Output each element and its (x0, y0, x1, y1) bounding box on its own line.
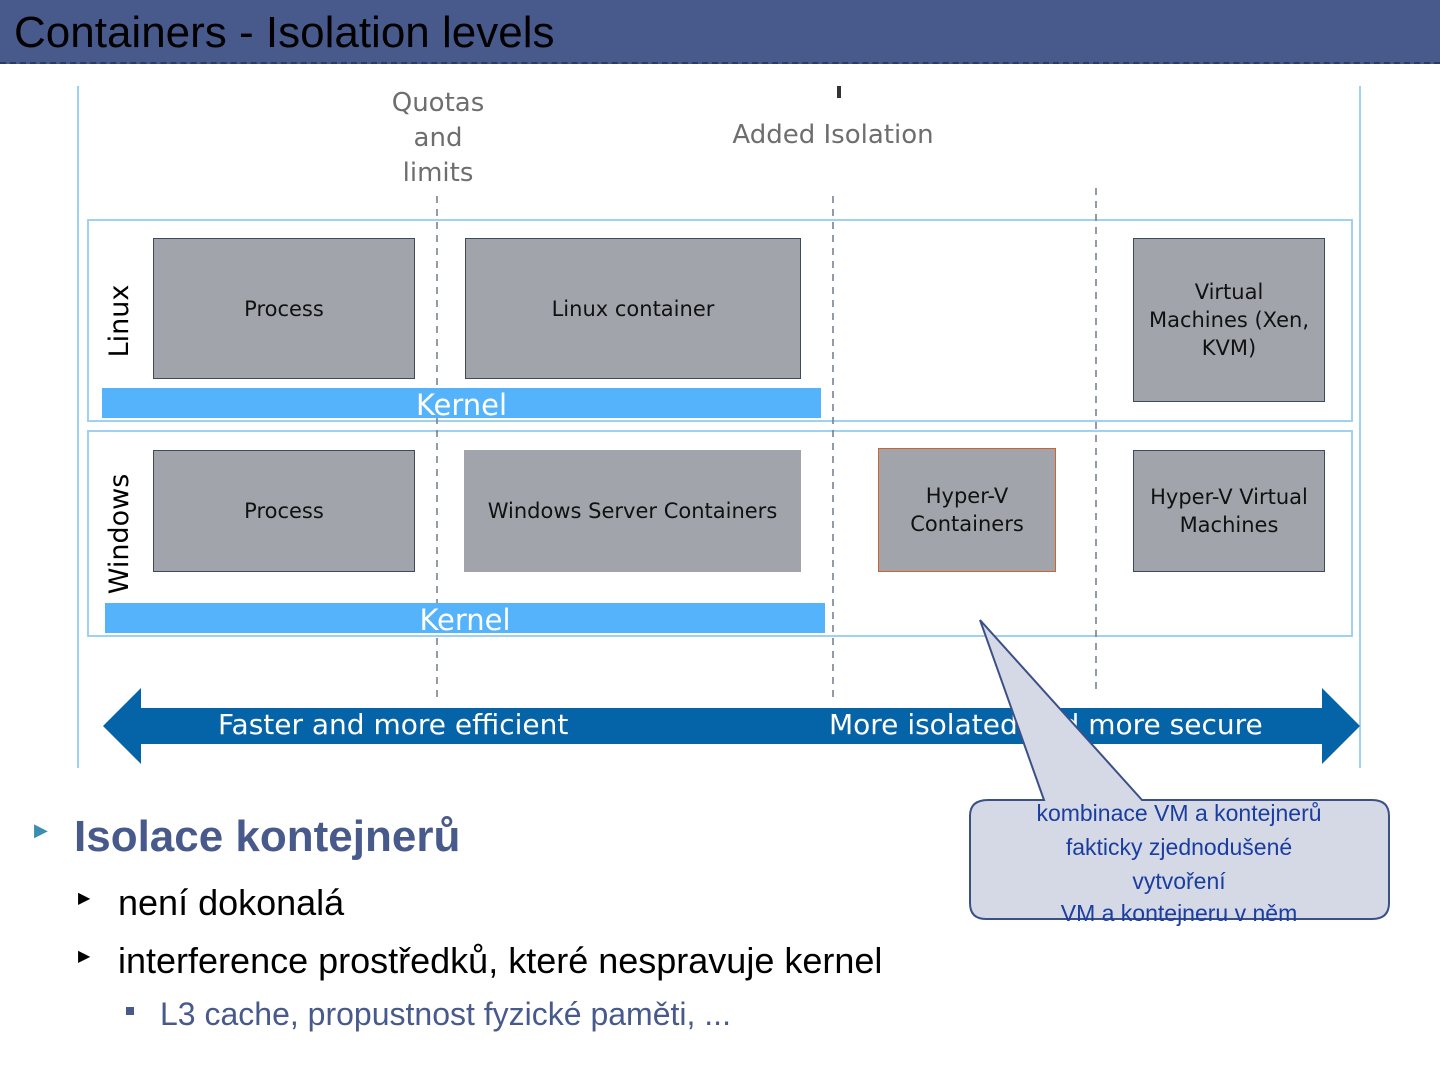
linux-container-box: Linux container (465, 238, 801, 379)
slide-title: Containers - Isolation levels (14, 8, 555, 57)
linux-vm-box: Virtual Machines (Xen, KVM) (1133, 238, 1325, 402)
bullet-level2-1: není dokonalá (118, 882, 345, 923)
bullet-level2-marker-1: ▶ (78, 888, 91, 907)
bullet-level3: L3 cache, propustnost fyzické paměti, ..… (160, 996, 731, 1032)
linux-kernel-bar: Kernel (102, 388, 821, 422)
quotas-label: Quotas and limits (368, 86, 508, 191)
linux-kernel-label: Kernel (415, 388, 508, 422)
callout-line-1: kombinace VM a kontejnerů (1036, 800, 1322, 826)
callout-line-2: fakticky zjednodušené (1065, 834, 1293, 860)
isolation-diagram: Quotas and limits Added Isolation Linux … (77, 86, 1361, 768)
windows-process-box: Process (153, 450, 415, 572)
callout-bubble (969, 619, 1390, 920)
title-bar: Containers - Isolation levels (0, 0, 1440, 64)
double-arrow (103, 688, 1360, 764)
windows-kernel-bar: Kernel (105, 603, 825, 637)
arrow-left-label: Faster and more efficient (218, 708, 569, 741)
bullet-level2-marker-2: ▶ (78, 946, 91, 965)
added-isolation-tick (837, 86, 841, 98)
windows-group-frame (87, 430, 1353, 637)
quotas-label-line1: Quotas (391, 88, 485, 118)
linux-group-frame (87, 219, 1353, 422)
callout-line-4: VM a kontejneru v něm (1060, 900, 1298, 926)
callout-text: kombinace VM a kontejnerů fakticky zjedn… (970, 796, 1388, 928)
windows-kernel-label: Kernel (419, 603, 511, 637)
windows-server-containers-box: Windows Server Containers (464, 450, 801, 572)
bullet-level3-marker (126, 1007, 134, 1015)
diagram-lines (77, 86, 1361, 768)
bullet-level2-2: interference prostředků, které nespravuj… (118, 940, 883, 981)
quotas-label-line2: and (413, 123, 463, 153)
added-isolation-label: Added Isolation (732, 120, 934, 150)
hyperv-containers-box: Hyper-V Containers (878, 448, 1056, 572)
linux-process-box: Process (153, 238, 415, 379)
quotas-label-line3: limits (402, 158, 474, 188)
hyperv-vm-box: Hyper-V Virtual Machines (1133, 450, 1325, 572)
callout-line-3: vytvoření (1132, 868, 1226, 894)
bullet-level1: Isolace kontejnerů (74, 812, 461, 861)
bullet-level1-marker: ▶ (34, 820, 48, 841)
